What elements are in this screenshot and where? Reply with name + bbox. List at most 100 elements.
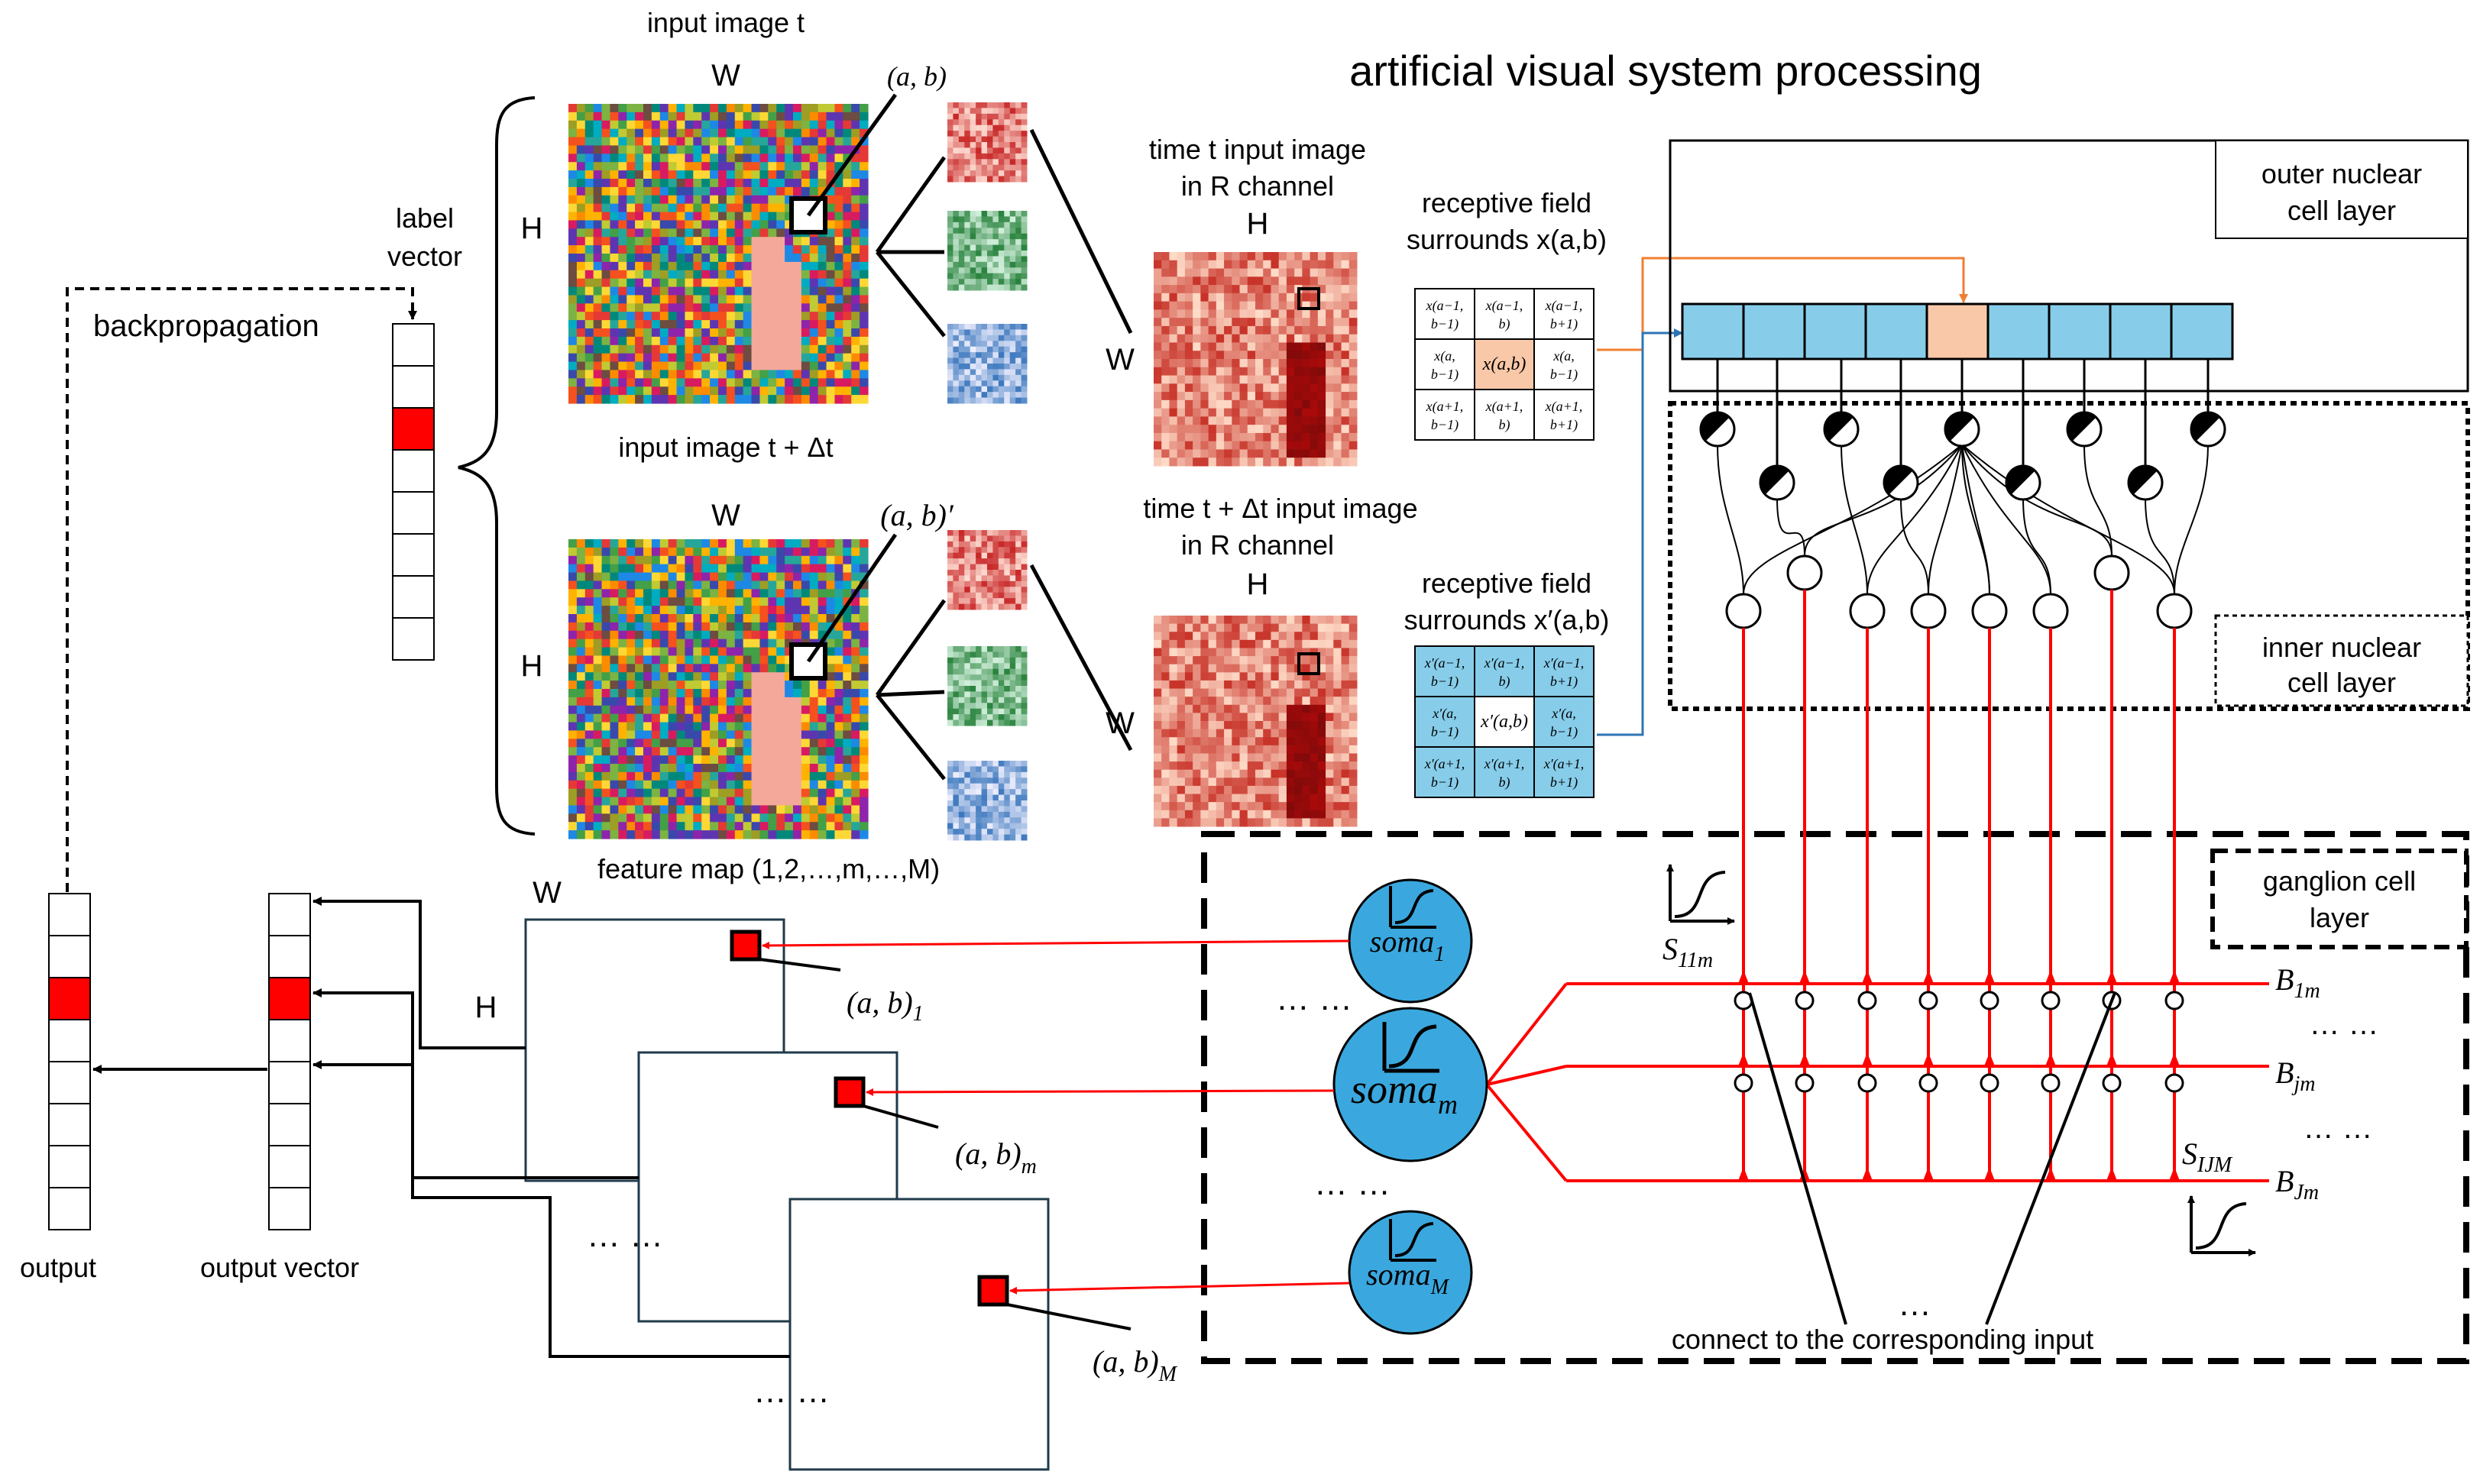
swatch-pixel	[998, 153, 1005, 160]
mosaic-pixel	[576, 112, 586, 121]
mosaic-pixel	[710, 655, 719, 664]
swatch-pixel	[987, 789, 993, 796]
mosaic-pixel	[584, 606, 594, 615]
swatch-pixel	[981, 119, 988, 126]
r-channel-dt-title-line1: time t + Δt input image	[1143, 493, 1417, 524]
mosaic-pixel	[826, 278, 836, 288]
mosaic-pixel	[776, 722, 785, 732]
mosaic-pixel	[701, 320, 711, 329]
swatch-pixel	[947, 369, 953, 376]
swatch-pixel	[1004, 766, 1011, 773]
swatch-pixel	[1004, 697, 1011, 703]
mosaic-pixel	[743, 681, 753, 690]
mosaic-pixel	[668, 681, 678, 690]
mosaic-pixel	[701, 780, 711, 790]
mosaic-pixel	[751, 755, 761, 765]
mosaic-pixel	[593, 797, 603, 807]
mosaic-pixel	[743, 228, 753, 238]
mosaic-pixel	[610, 664, 619, 673]
swatch-pixel	[947, 674, 953, 681]
mosaic-pixel	[643, 370, 652, 379]
r-pixel	[1286, 359, 1295, 368]
mosaic-pixel	[601, 353, 611, 363]
mosaic-pixel	[576, 813, 586, 823]
r-pixel	[1271, 753, 1280, 762]
mosaic-pixel	[610, 295, 619, 304]
swatch-pixel	[964, 783, 971, 790]
mosaic-pixel	[785, 386, 794, 396]
mosaic-pixel	[809, 261, 819, 271]
swatch-pixel	[987, 829, 993, 836]
mosaic-pixel	[668, 564, 678, 574]
mosaic-pixel	[610, 162, 619, 171]
swatch-pixel	[1009, 279, 1016, 286]
r-pixel	[1184, 639, 1193, 648]
mosaic-pixel	[743, 186, 753, 196]
swatch-pixel	[1015, 279, 1022, 286]
swatch-pixel	[953, 663, 960, 670]
mosaic-pixel	[826, 647, 836, 657]
mosaic-pixel	[718, 822, 727, 831]
mosaic-pixel	[834, 336, 843, 346]
r-pixel	[1310, 293, 1319, 302]
swatch-pixel	[987, 564, 993, 571]
swatch-pixel	[976, 244, 983, 251]
mosaic-pixel	[793, 539, 802, 548]
r-pixel	[1177, 309, 1186, 318]
swatch-pixel	[1009, 176, 1016, 183]
mosaic-pixel	[676, 705, 686, 715]
swatch-pixel	[998, 761, 1005, 767]
r-pixel	[1294, 392, 1303, 401]
mosaic-pixel	[626, 112, 636, 121]
swatch-pixel	[981, 239, 988, 246]
mosaic-pixel	[851, 361, 860, 371]
swatch-pixel	[976, 657, 983, 664]
r-pixel	[1200, 425, 1209, 434]
mosaic-pixel	[693, 212, 702, 221]
r-pixel	[1216, 293, 1225, 302]
swatch-pixel	[1009, 164, 1016, 171]
mosaic-pixel	[759, 128, 769, 138]
input-image-t-point: (a, b)	[887, 61, 947, 92]
r-pixel	[1169, 432, 1178, 442]
r-pixel	[1193, 301, 1201, 310]
swatch-pixel	[964, 221, 971, 228]
mosaic-pixel	[751, 212, 761, 221]
r-pixel	[1255, 425, 1264, 434]
r-pixel	[1255, 729, 1264, 738]
mosaic-pixel	[776, 764, 785, 773]
mosaic-pixel	[643, 739, 652, 748]
mosaic-pixel	[576, 154, 586, 163]
mosaic-pixel	[593, 664, 603, 673]
mosaic-pixel	[785, 555, 794, 565]
swatch-pixel	[1009, 244, 1016, 251]
r-pixel	[1333, 704, 1342, 713]
swatch-pixel	[992, 651, 999, 658]
swatch-pixel	[958, 170, 965, 177]
mosaic-pixel	[768, 228, 777, 238]
mosaic-pixel	[843, 170, 852, 179]
mosaic-pixel	[726, 278, 736, 288]
mosaic-pixel	[751, 154, 761, 163]
mosaic-pixel	[718, 797, 727, 807]
r-pixel	[1271, 318, 1280, 327]
mosaic-pixel	[817, 813, 827, 823]
swatch-pixel	[1021, 570, 1028, 576]
mosaic-pixel	[651, 739, 661, 748]
swatch-pixel	[947, 646, 953, 652]
r-pixel	[1302, 713, 1311, 722]
mosaic-pixel	[610, 597, 619, 606]
r-pixel	[1200, 688, 1209, 697]
mosaic-pixel	[759, 270, 769, 280]
r-pixel	[1302, 268, 1311, 277]
mosaic-pixel	[643, 747, 652, 756]
swatch-pixel	[998, 674, 1005, 681]
mosaic-pixel	[851, 154, 860, 163]
mosaic-pixel	[743, 655, 753, 664]
swatch-pixel	[964, 564, 971, 571]
mosaic-pixel	[860, 797, 869, 807]
r-pixel	[1224, 737, 1232, 746]
mosaic-pixel	[626, 254, 636, 263]
r-pixel	[1161, 769, 1170, 778]
swatch-pixel	[964, 159, 971, 166]
